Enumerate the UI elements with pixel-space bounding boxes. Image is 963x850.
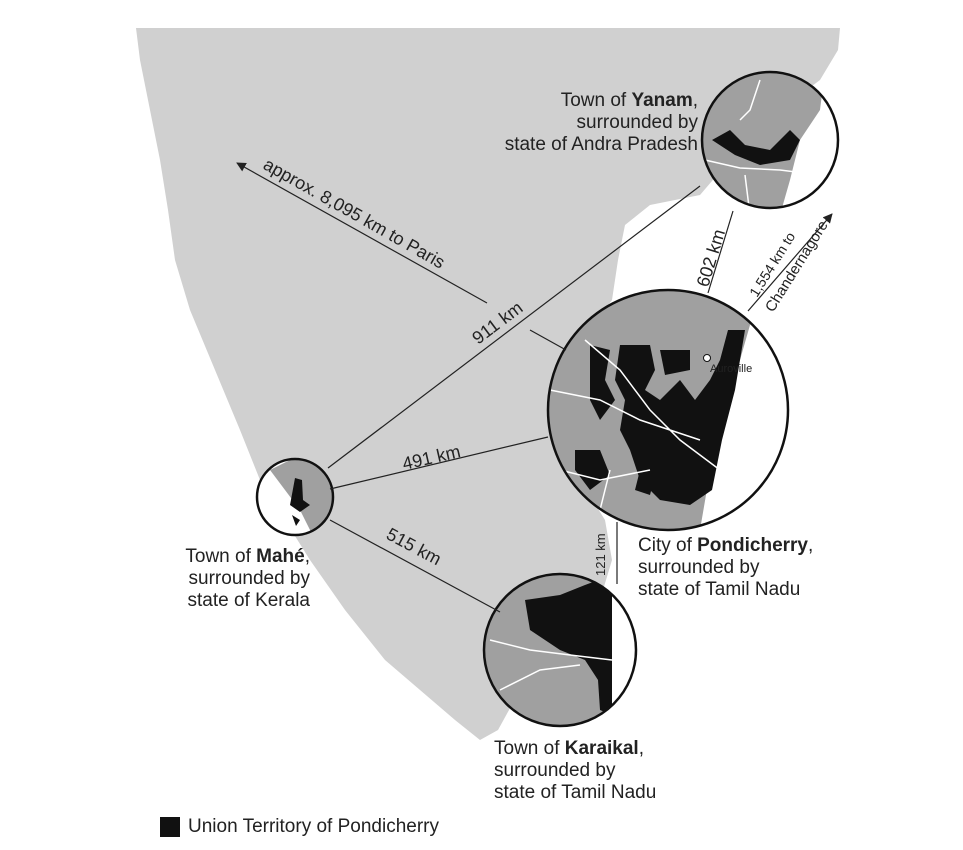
arrow-paris	[236, 162, 488, 304]
legend: Union Territory of Pondicherry	[160, 816, 439, 838]
line-mahe-pondicherry	[329, 436, 549, 490]
arrow-paris-tail	[529, 329, 567, 351]
yanam-label: Town of Yanam, surrounded by state of An…	[504, 90, 698, 155]
auroville-marker	[703, 354, 711, 362]
arrow-chandernagore	[747, 213, 833, 312]
line-mahe-karaikal	[329, 519, 501, 613]
indian-peninsula	[136, 28, 840, 740]
mahe-label: Town of Mahé, surrounded by state of Ker…	[185, 546, 310, 611]
distance-lines	[236, 162, 833, 613]
karaikal-inset	[482, 572, 638, 728]
yanam-inset	[700, 70, 840, 210]
legend-label: Union Territory of Pondicherry	[188, 816, 439, 837]
karaikal-label: Town of Karaikal, surrounded by state of…	[494, 738, 657, 803]
line-mahe-yanam	[327, 185, 701, 469]
mahe-inset	[255, 457, 335, 537]
auroville-label: Auroville	[710, 363, 752, 375]
legend-swatch	[160, 817, 180, 837]
line-yanam-pondicherry	[707, 210, 734, 294]
pondicherry-karaikal-distance-label: 121 km	[593, 533, 608, 576]
yanam-pondicherry-distance-label: 602 km	[693, 227, 729, 289]
pondicherry-inset: Auroville	[546, 288, 790, 532]
pondicherry-label: City of Pondicherry, surrounded by state…	[638, 535, 814, 600]
